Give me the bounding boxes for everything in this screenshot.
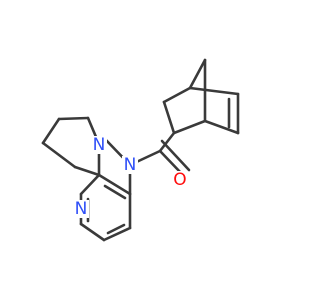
atom-label: O xyxy=(173,170,186,190)
pyrrolidine-ring xyxy=(41,116,101,177)
bond xyxy=(79,222,106,242)
atom-label: N xyxy=(93,135,106,155)
atom-n-pyridine: N xyxy=(73,199,89,219)
bond xyxy=(57,116,90,121)
atom-n-amide: N xyxy=(122,155,138,175)
bond xyxy=(158,131,176,153)
bond xyxy=(41,117,61,145)
atom-label: N xyxy=(75,199,88,219)
bond xyxy=(103,184,127,200)
structure-canvas: N O N N xyxy=(41,58,240,242)
bond xyxy=(162,86,192,104)
bond xyxy=(106,223,126,235)
atom-label: N xyxy=(124,155,137,175)
bond xyxy=(73,165,101,177)
molecule-drawing: N O N N xyxy=(41,58,240,242)
bond xyxy=(203,119,240,135)
bond xyxy=(160,139,191,172)
atom-n-pyrrolidine: N xyxy=(91,135,107,155)
bond xyxy=(188,58,207,90)
atom-o-carbonyl: O xyxy=(172,170,188,190)
bond xyxy=(102,226,132,242)
norbornene-cage xyxy=(162,58,240,135)
bond xyxy=(79,173,101,196)
bond xyxy=(97,173,132,196)
bond xyxy=(188,86,240,96)
bond xyxy=(41,141,77,169)
bond xyxy=(158,149,184,176)
bond xyxy=(162,100,176,135)
bond xyxy=(172,119,207,135)
